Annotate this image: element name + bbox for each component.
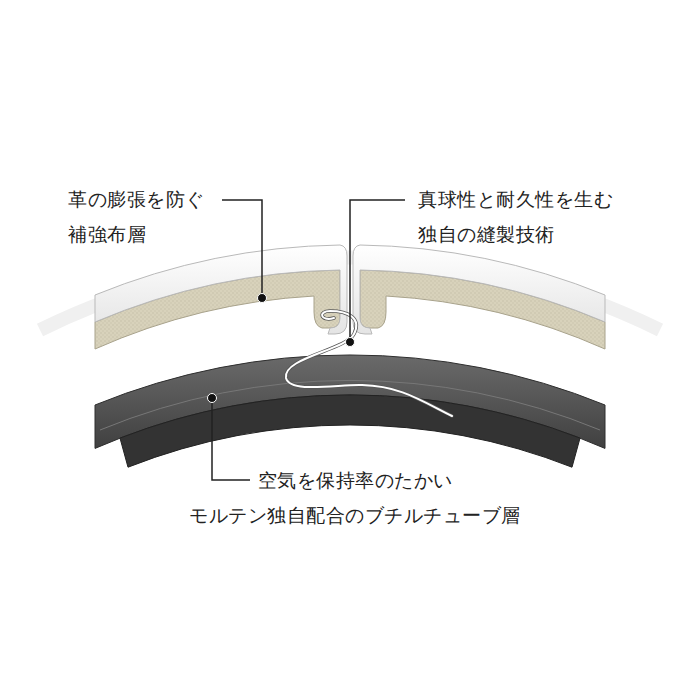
callout-label: 空気を保持率のたかい モルテン独自配合のブチルチューブ層 bbox=[189, 463, 521, 533]
callout-label: 真球性と耐久性を生む 独自の縫製技術 bbox=[418, 182, 613, 252]
callout-label: 革の膨張を防ぐ 補強布層 bbox=[68, 182, 205, 252]
